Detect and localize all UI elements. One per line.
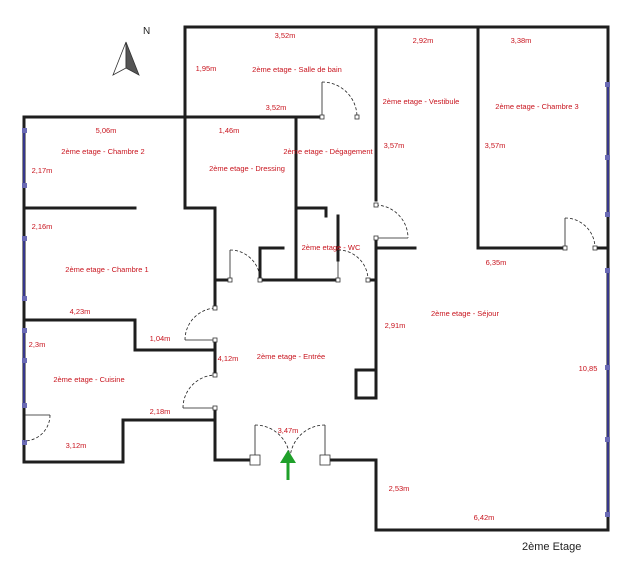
wall-dressing-closet [258,246,285,282]
dimension-label: 4,23m [70,307,91,316]
room-label-cuisine: 2ème etage - Cuisine [53,375,124,384]
window-markers [22,82,610,517]
door-entrance-right-swing [289,424,326,461]
door-wc-swing [337,249,369,281]
room-label-sejour: 2ème etage - Séjour [431,309,499,318]
dimension-label: 2,53m [389,484,410,493]
room-label-dressing: 2ème etage - Dressing [209,164,285,173]
door-cuisine-balcony-swing [23,414,51,442]
wall-chambre3 [476,25,567,250]
door-chambre3-swing [564,217,596,249]
dimension-label: 1,04m [150,334,171,343]
dimension-label: 4,12m [218,354,239,363]
dimension-label: 1,95m [196,64,217,73]
room-label-entree: 2ème etage - Entrée [257,352,325,361]
wall-pillar [354,368,378,400]
dimension-label: 3,12m [66,441,87,450]
dimension-label: 2,3m [29,340,46,349]
dimension-label: 6,35m [486,258,507,267]
wall-dressing-west [183,115,232,282]
room-label-degagement: 2ème etage - Dégagement [283,147,373,156]
door-markers [212,114,598,466]
dimension-label: 3,52m [275,31,296,40]
door-entrance-left-swing [254,424,291,461]
dimension-label: 2,91m [385,321,406,330]
floor-label: 2ème Etage [522,541,581,553]
wall-chambre1-south [22,318,217,352]
room-labels: 2ème etage - Salle de bain 2ème etage - … [53,65,578,384]
dimension-label: 2,92m [413,36,434,45]
dimension-label: 2,18m [150,407,171,416]
dimension-labels: 3,52m 1,95m 3,52m 2,92m 3,38m 5,06m 1,46… [29,31,598,522]
dimension-label: 10,85 [579,364,598,373]
room-label-chambre-1: 2ème etage - Chambre 1 [65,265,148,274]
door-vestibule-swing [375,204,409,239]
dimension-label: 3,52m [266,103,287,112]
door-cuisine-swing [182,374,216,409]
dimension-label: 5,06m [96,126,117,135]
door-bathroom-swing [321,81,358,118]
dimension-label: 3,38m [511,36,532,45]
door-chambre1-swing [184,307,216,341]
dimension-label: 3,57m [485,141,506,150]
dimension-label: 3,57m [384,141,405,150]
room-label-wc: 2ème etage - WC [302,243,361,252]
room-label-vestibule: 2ème etage - Vestibule [383,97,460,106]
room-label-chambre-3: 2ème etage - Chambre 3 [495,102,578,111]
doors [23,81,596,461]
north-arrow-icon [112,41,140,76]
dimension-label: 3,47m [278,426,299,435]
north-label: N [143,26,150,37]
wall-outer-south-sejour [328,458,610,532]
wall-outer-northwest [22,25,257,464]
door-dressing-swing [229,249,261,281]
wall-wc [294,206,328,218]
dimension-label: 1,46m [219,126,240,135]
windows [23,85,609,515]
entrance-arrow-icon [280,450,296,480]
walls [22,25,610,532]
dimension-label: 2,17m [32,166,53,175]
room-label-salle-de-bain: 2ème etage - Salle de bain [252,65,342,74]
dimension-label: 6,42m [474,513,495,522]
dimension-label: 2,16m [32,222,53,231]
room-label-chambre-2: 2ème etage - Chambre 2 [61,147,144,156]
